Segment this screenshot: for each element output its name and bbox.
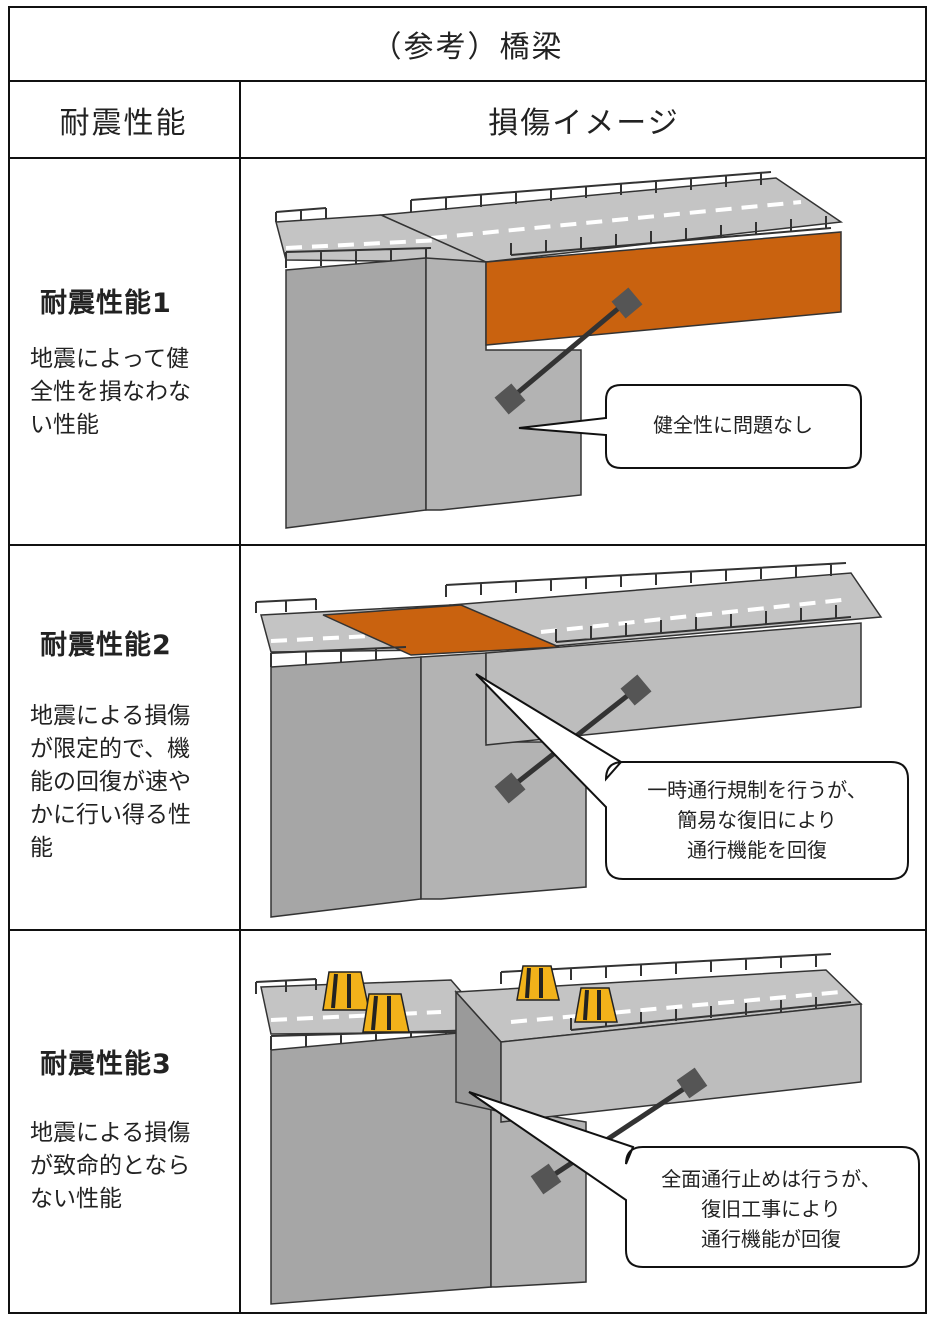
railing bbox=[410, 171, 772, 212]
desc-line: が限定的で、機 bbox=[30, 736, 191, 762]
level-2-description: 地震による損傷 が限定的で、機 能の回復が速や かに行い得る性 能 bbox=[30, 700, 220, 865]
bridge-illustration-level-2: 一時通行規制を行うが、 簡易な復旧により 通行機能を回復 bbox=[255, 562, 909, 918]
desc-line: 能 bbox=[30, 835, 53, 861]
callout-text: 復旧工事により bbox=[701, 1197, 841, 1221]
table-frame bbox=[8, 6, 927, 1314]
desc-line: ない性能 bbox=[30, 1186, 122, 1212]
pier bbox=[285, 257, 427, 529]
bridge-illustration-level-3: 全面通行止めは行うが、 復旧工事により 通行機能が回復 bbox=[255, 953, 920, 1305]
bearing-block bbox=[611, 287, 643, 319]
desc-line: 能の回復が速や bbox=[30, 769, 191, 795]
girder bbox=[485, 622, 862, 746]
divider bbox=[8, 80, 927, 82]
header-damage-image: 損傷イメージ bbox=[488, 106, 680, 141]
callout-text: 健全性に問題なし bbox=[653, 413, 813, 437]
bearing-block bbox=[676, 1067, 708, 1099]
pier bbox=[270, 656, 422, 918]
desc-line: かに行い得る性 bbox=[30, 802, 191, 828]
divider bbox=[8, 544, 927, 546]
callout-bubble bbox=[518, 384, 862, 469]
railing bbox=[445, 562, 847, 597]
bearing-block bbox=[620, 674, 652, 706]
callout-text: 簡易な復旧により bbox=[677, 808, 837, 832]
desc-line: 全性を損なわな bbox=[30, 379, 191, 405]
barricade-icon bbox=[322, 971, 410, 1033]
callout-bubble bbox=[475, 673, 909, 880]
girder bbox=[485, 231, 842, 346]
desc-line: い性能 bbox=[30, 412, 99, 438]
divider bbox=[8, 929, 927, 931]
bearing-block bbox=[494, 772, 526, 804]
level-2-name: 耐震性能2 bbox=[40, 630, 172, 661]
column-divider bbox=[239, 82, 241, 1312]
divider bbox=[8, 157, 927, 159]
barricade-icon bbox=[516, 965, 618, 1023]
bearing-block bbox=[494, 383, 526, 415]
bridge-illustration-level-1: 健全性に問題なし bbox=[275, 171, 862, 529]
callout-bubble bbox=[468, 1091, 920, 1268]
level-3-description: 地震による損傷 が致命的となら ない性能 bbox=[30, 1117, 220, 1216]
table-title: （参考）橋梁 bbox=[371, 30, 564, 65]
railing bbox=[275, 207, 327, 222]
level-1-name: 耐震性能1 bbox=[40, 288, 172, 319]
header-performance: 耐震性能 bbox=[59, 106, 188, 141]
girder bbox=[500, 1003, 862, 1123]
lane-marking bbox=[270, 1010, 442, 1022]
lane-marking bbox=[430, 200, 802, 240]
desc-line: 地震による損傷 bbox=[30, 1120, 191, 1146]
desc-line: 地震によって健 bbox=[30, 346, 190, 372]
callout-text: 通行機能が回復 bbox=[701, 1227, 841, 1251]
level-1-description: 地震によって健 全性を損なわな い性能 bbox=[30, 343, 220, 442]
desc-line: が致命的となら bbox=[30, 1153, 191, 1179]
desc-line: 地震による損傷 bbox=[30, 703, 191, 729]
level-3-name: 耐震性能3 bbox=[40, 1049, 172, 1080]
callout-text: 一時通行規制を行うが、 bbox=[647, 778, 867, 802]
callout-text: 全面通行止めは行うが、 bbox=[661, 1167, 881, 1191]
railing bbox=[255, 978, 317, 994]
bearing-block bbox=[530, 1163, 562, 1195]
callout-text: 通行機能を回復 bbox=[687, 838, 827, 862]
